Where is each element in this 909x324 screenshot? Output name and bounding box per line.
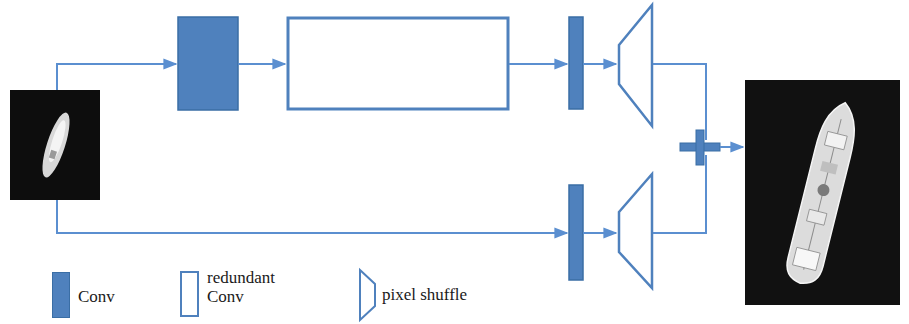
pixel-shuffle: [619, 174, 652, 288]
legend-label: pixel shuffle: [382, 285, 512, 304]
wire: [720, 146, 743, 148]
legend-sample: [360, 270, 375, 320]
legend-label: Conv: [78, 287, 168, 306]
sum-symbol: [696, 130, 704, 165]
redundant-conv-block: [288, 18, 508, 109]
wire: [653, 155, 706, 233]
wire: [653, 64, 706, 140]
legend-sample: [181, 272, 198, 316]
legend-entry: redundant Conv: [207, 268, 293, 306]
conv-block: [569, 185, 583, 280]
pixel-shuffle: [619, 5, 652, 126]
wire: [57, 200, 567, 233]
output-ship: [783, 98, 863, 287]
wire: [57, 64, 176, 90]
conv-block: [178, 17, 238, 110]
input-image: [10, 90, 100, 200]
wire: [509, 63, 567, 65]
output-image: [745, 80, 900, 305]
legend-entry: pixel shuffle: [382, 285, 512, 304]
wire: [238, 63, 285, 65]
legend-swatch: [52, 272, 70, 318]
input-ship: [37, 110, 75, 180]
conv-block: [569, 17, 583, 109]
legend-label: redundant Conv: [207, 268, 293, 306]
wire: [583, 232, 616, 234]
wire: [583, 63, 616, 65]
legend-entry: Conv: [78, 287, 168, 306]
